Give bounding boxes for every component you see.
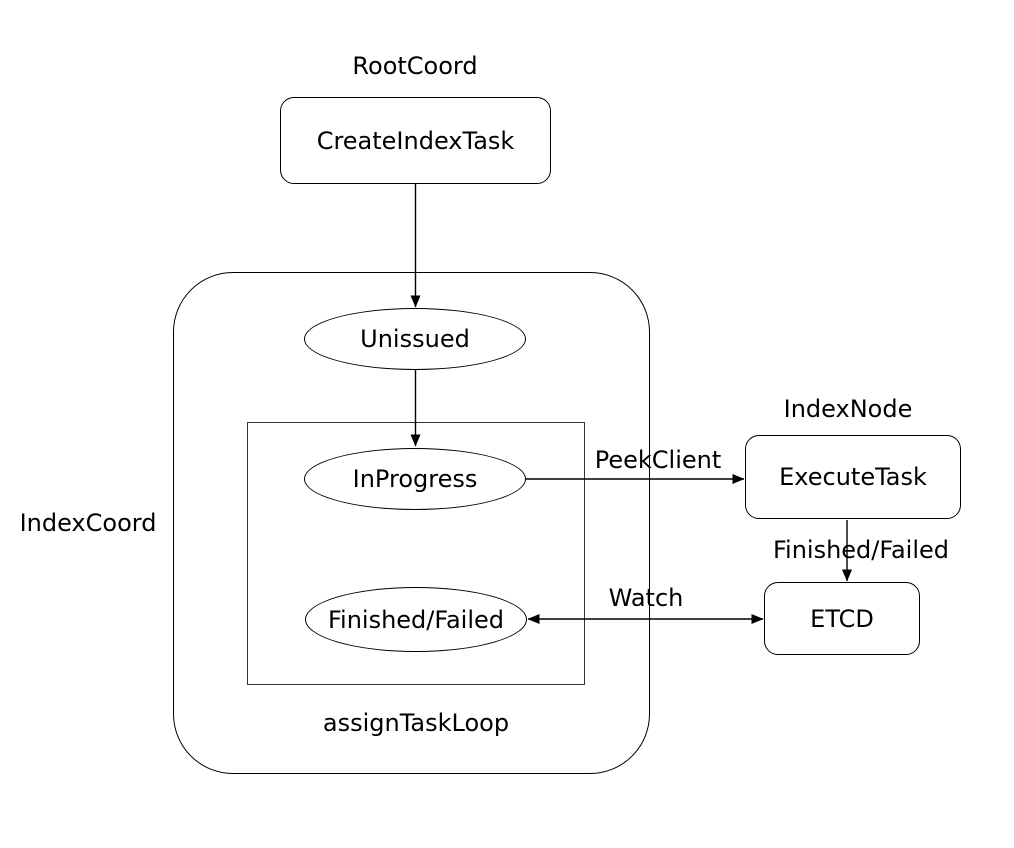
- label-index-node: IndexNode: [783, 395, 913, 423]
- label-root-coord: RootCoord: [352, 52, 478, 80]
- label-peek-client: PeekClient: [594, 446, 722, 474]
- node-etcd: ETCD: [764, 582, 920, 655]
- node-create-index-task: CreateIndexTask: [280, 97, 551, 184]
- index-coord-container: [173, 272, 650, 774]
- node-finished-failed: Finished/Failed: [305, 587, 527, 652]
- label-finished-failed-edge: Finished/Failed: [772, 536, 950, 564]
- label-assign-task-loop: assignTaskLoop: [322, 709, 510, 737]
- node-in-progress: InProgress: [304, 448, 526, 510]
- node-unissued: Unissued: [304, 308, 526, 370]
- node-execute-task: ExecuteTask: [745, 435, 961, 519]
- label-index-coord: IndexCoord: [19, 509, 157, 537]
- label-watch: Watch: [608, 584, 684, 612]
